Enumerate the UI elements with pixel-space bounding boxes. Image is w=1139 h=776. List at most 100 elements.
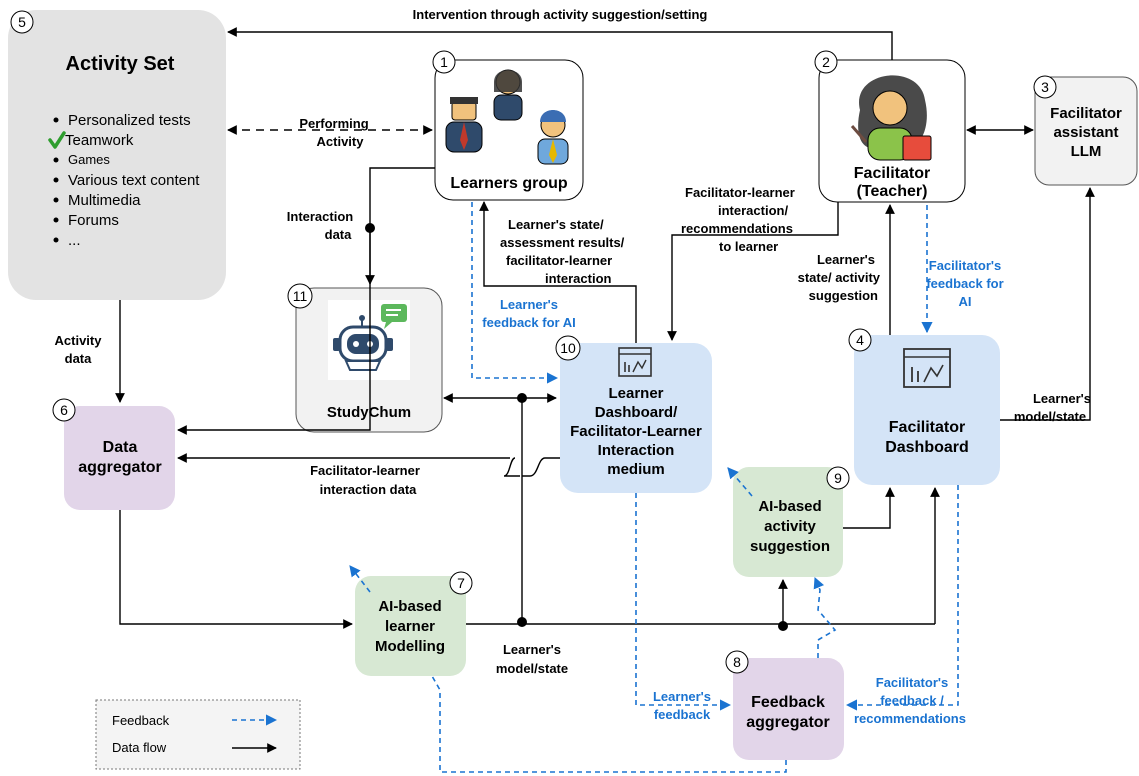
- svg-text:Learner's state/: Learner's state/: [508, 217, 604, 232]
- activity-item: Games: [68, 152, 110, 167]
- svg-text:Facilitator-learner: Facilitator-learner: [685, 185, 795, 200]
- activity-item: Personalized tests: [68, 112, 191, 129]
- assistant-llm-line2: assistant: [1053, 124, 1118, 141]
- learner-modelling-line3: Modelling: [375, 638, 445, 655]
- teacher-icon: [850, 75, 932, 161]
- activity-item: Teamwork: [65, 132, 134, 149]
- svg-text:Facilitator's: Facilitator's: [876, 675, 948, 690]
- studychum-label: StudyChum: [327, 404, 411, 421]
- svg-text:interaction data: interaction data: [320, 482, 418, 497]
- node-number-badge: 8: [725, 650, 749, 674]
- facilitator-label-line1: Facilitator: [854, 165, 930, 182]
- assistant-llm-line1: Facilitator: [1050, 105, 1122, 122]
- activity-item: Forums: [68, 212, 119, 229]
- feedback-aggregator-line2: aggregator: [746, 714, 830, 731]
- svg-text:model/state: model/state: [1014, 409, 1086, 424]
- node-number-badge: 4: [848, 328, 872, 352]
- legend: Feedback Data flow: [95, 699, 301, 770]
- facilitator-dashboard-line2: Dashboard: [885, 439, 969, 456]
- svg-text:Facilitator-learner: Facilitator-learner: [310, 463, 420, 478]
- svg-text:feedback /: feedback /: [880, 693, 944, 708]
- activity-item: ...: [68, 232, 81, 249]
- svg-text:4: 4: [856, 332, 864, 348]
- chatbot-robot-icon: [328, 300, 410, 380]
- svg-text:feedback: feedback: [654, 707, 711, 722]
- legend-data-flow-label: Data flow: [112, 740, 167, 755]
- svg-text:model/state: model/state: [496, 661, 568, 676]
- activity-suggestion-line1: AI-based: [758, 498, 821, 515]
- feedback-aggregator-line1: Feedback: [751, 694, 825, 711]
- svg-text:Facilitator's: Facilitator's: [929, 258, 1001, 273]
- node-number-badge: 11: [287, 283, 313, 309]
- feedback-edges: [349, 202, 959, 773]
- svg-text:suggestion: suggestion: [809, 288, 878, 303]
- dashboard-chart-icon: [618, 347, 652, 377]
- svg-text:recommendations: recommendations: [681, 221, 793, 236]
- svg-text:3: 3: [1041, 79, 1049, 95]
- learner-dashboard-line3: Facilitator-Learner: [570, 423, 702, 440]
- check-mark-icon: [48, 131, 66, 149]
- activity-set-node: Activity Set Personalized tests Teamwork…: [8, 10, 226, 300]
- activity-suggestion-node: AI-based activity suggestion: [733, 467, 843, 577]
- assistant-llm-node: Facilitator assistant LLM: [1034, 76, 1138, 186]
- learner-modelling-line1: AI-based: [378, 598, 441, 615]
- svg-text:to learner: to learner: [719, 239, 778, 254]
- node-number-badge: 3: [1033, 75, 1057, 99]
- learners-group-icon: [445, 69, 569, 165]
- dashboard-chart-icon: [903, 348, 951, 388]
- svg-text:7: 7: [457, 575, 465, 591]
- svg-text:feedback for AI: feedback for AI: [482, 315, 575, 330]
- svg-text:9: 9: [834, 470, 842, 486]
- data-flow-edges: [115, 27, 1095, 631]
- intervention-label: Intervention through activity suggestion…: [413, 7, 708, 22]
- learner-dashboard-node: Learner Dashboard/ Facilitator-Learner I…: [560, 343, 712, 493]
- node-number-badge: 1: [432, 50, 456, 74]
- svg-text:5: 5: [18, 14, 26, 30]
- facilitator-dashboard-line1: Facilitator: [889, 419, 965, 436]
- svg-text:data: data: [325, 227, 353, 242]
- node-number-badge: 9: [826, 466, 850, 490]
- node-number-badge: 7: [449, 571, 473, 595]
- svg-text:6: 6: [60, 402, 68, 418]
- svg-text:Interaction: Interaction: [287, 209, 354, 224]
- svg-text:data: data: [65, 351, 93, 366]
- learner-modelling-node: AI-based learner Modelling: [355, 576, 466, 676]
- svg-text:recommendations: recommendations: [854, 711, 966, 726]
- svg-text:assessment results/: assessment results/: [500, 235, 625, 250]
- svg-text:feedback for: feedback for: [926, 276, 1003, 291]
- svg-text:Performing: Performing: [299, 116, 368, 131]
- activity-item: Various text content: [68, 172, 200, 189]
- svg-text:Learner's: Learner's: [817, 252, 875, 267]
- data-aggregator-node: Data aggregator: [64, 406, 175, 510]
- node-number-badge: 10: [555, 335, 581, 361]
- learner-dashboard-line4: Interaction: [598, 442, 675, 459]
- svg-text:8: 8: [733, 654, 741, 670]
- svg-text:interaction/: interaction/: [718, 203, 788, 218]
- data-aggregator-line1: Data: [103, 439, 138, 456]
- svg-text:Learner's: Learner's: [500, 297, 558, 312]
- node-number-badge: 6: [52, 398, 76, 422]
- svg-text:Learner's: Learner's: [1033, 391, 1091, 406]
- svg-text:2: 2: [822, 54, 830, 70]
- svg-text:AI: AI: [959, 294, 972, 309]
- svg-text:10: 10: [560, 340, 576, 356]
- data-aggregator-line2: aggregator: [78, 459, 162, 476]
- svg-text:interaction: interaction: [545, 271, 612, 286]
- facilitator-label-line2: (Teacher): [857, 183, 928, 200]
- activity-suggestion-line3: suggestion: [750, 538, 830, 555]
- feedback-aggregator-node: Feedback aggregator: [733, 658, 844, 760]
- learners-group-label: Learners group: [450, 175, 568, 192]
- svg-text:facilitator-learner: facilitator-learner: [506, 253, 612, 268]
- node-number-badge: 5: [10, 10, 34, 34]
- svg-text:Activity: Activity: [55, 333, 103, 348]
- edge-labels: Intervention through activity suggestion…: [55, 7, 1091, 726]
- learner-dashboard-line1: Learner: [608, 385, 663, 402]
- svg-text:state/ activity: state/ activity: [798, 270, 881, 285]
- svg-text:1: 1: [440, 54, 448, 70]
- facilitator-node: Facilitator (Teacher): [818, 59, 966, 203]
- activity-suggestion-line2: activity: [764, 518, 816, 535]
- learner-dashboard-line5: medium: [607, 461, 665, 478]
- learners-group-node: Learners group: [434, 59, 584, 201]
- svg-text:Learner's: Learner's: [653, 689, 711, 704]
